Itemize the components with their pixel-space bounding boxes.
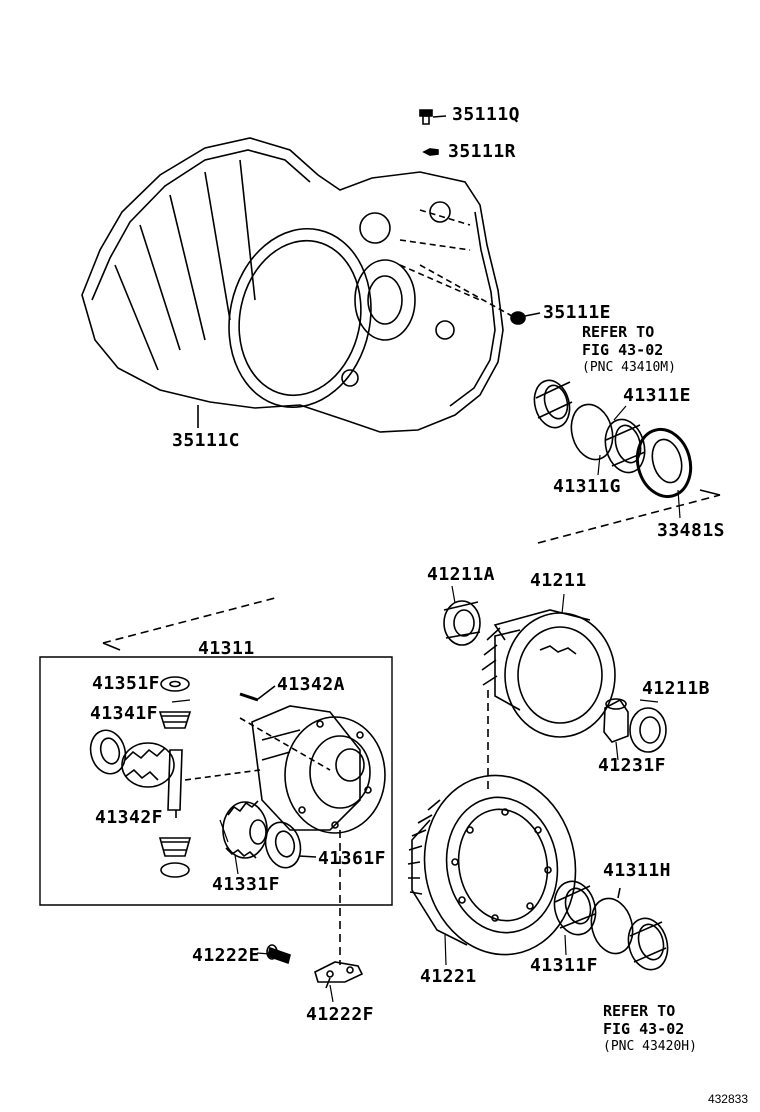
refer-note-top-line3: (PNC 43410M)	[582, 360, 676, 375]
refer-note-bottom-line3: (PNC 43420H)	[603, 1039, 697, 1054]
transaxle-case-part	[82, 138, 503, 432]
side-gear-41331F	[223, 801, 267, 858]
plug-35111E-icon	[420, 265, 540, 324]
label-41222F: 41222F	[306, 1004, 375, 1025]
differential-assembly-box	[40, 657, 392, 905]
refer-note-top-line2: FIG 43-02	[582, 341, 664, 359]
refer-note-bottom-line1: REFER TO	[603, 1002, 676, 1020]
label-41361F: 41361F	[318, 848, 387, 869]
differential-case-41211	[482, 610, 615, 737]
label-41311H: 41311H	[603, 860, 672, 881]
differential-case	[252, 706, 385, 833]
label-33481S: 33481S	[657, 520, 726, 541]
diagram-id: 432833	[707, 1092, 748, 1106]
speedometer-gear-41231F	[604, 699, 628, 742]
label-35111Q: 35111Q	[452, 104, 521, 125]
bearing-outer-race-top	[529, 376, 574, 431]
label-41311E: 41311E	[623, 385, 692, 406]
refer-note-top-line1: REFER TO	[582, 323, 655, 341]
label-41311: 41311	[198, 638, 255, 659]
label-41311G: 41311G	[553, 476, 622, 497]
label-41351F: 41351F	[92, 673, 161, 694]
bearing-41211A	[444, 601, 480, 645]
bearing-outer-race-bottom	[623, 914, 673, 974]
label-41342A: 41342A	[277, 674, 346, 695]
refer-note-top: REFER TO FIG 43-02 (PNC 43410M)	[582, 323, 676, 377]
label-41231F: 41231F	[598, 755, 667, 776]
label-35111C: 35111C	[172, 430, 241, 451]
label-41331F: 41331F	[212, 874, 281, 895]
label-41211A: 41211A	[427, 564, 496, 585]
bolt-41222E-icon	[267, 945, 290, 963]
leader-lines	[172, 406, 680, 1002]
label-35111E: 35111E	[543, 302, 612, 323]
label-35111R: 35111R	[448, 141, 517, 162]
shim-41311H	[585, 888, 638, 958]
label-41311F: 41311F	[530, 955, 599, 976]
side-gear-left	[122, 743, 174, 787]
label-41342F: 41342F	[95, 807, 164, 828]
label-41211: 41211	[530, 570, 587, 591]
bearing-41311E	[600, 415, 651, 477]
bearing-41311F	[549, 877, 602, 940]
pinion-shaft-41342F	[168, 750, 182, 818]
label-41341F: 41341F	[90, 703, 159, 724]
label-41222E: 41222E	[192, 945, 261, 966]
side-washer-left	[86, 726, 130, 777]
oil-seal-33481S	[630, 423, 698, 502]
refer-note-bottom-line2: FIG 43-02	[603, 1020, 685, 1038]
thrust-washer-41361F	[261, 818, 316, 871]
plate-41222F	[315, 962, 362, 988]
bolt-35111Q-icon	[420, 110, 446, 124]
refer-note-bottom: REFER TO FIG 43-02 (PNC 43420H)	[603, 1002, 697, 1056]
label-41211B: 41211B	[642, 678, 711, 699]
bearing-41211B	[630, 708, 666, 752]
pin-35111R-icon	[424, 149, 438, 155]
shim-41311G	[565, 400, 618, 464]
label-41221: 41221	[420, 966, 477, 987]
thrust-washer-41351F	[161, 677, 189, 691]
pinion-gear-41341F-top	[160, 712, 190, 728]
pinion-gear-bottom	[160, 838, 190, 877]
ring-gear-41221	[408, 763, 589, 966]
pin-41342A	[240, 686, 275, 700]
